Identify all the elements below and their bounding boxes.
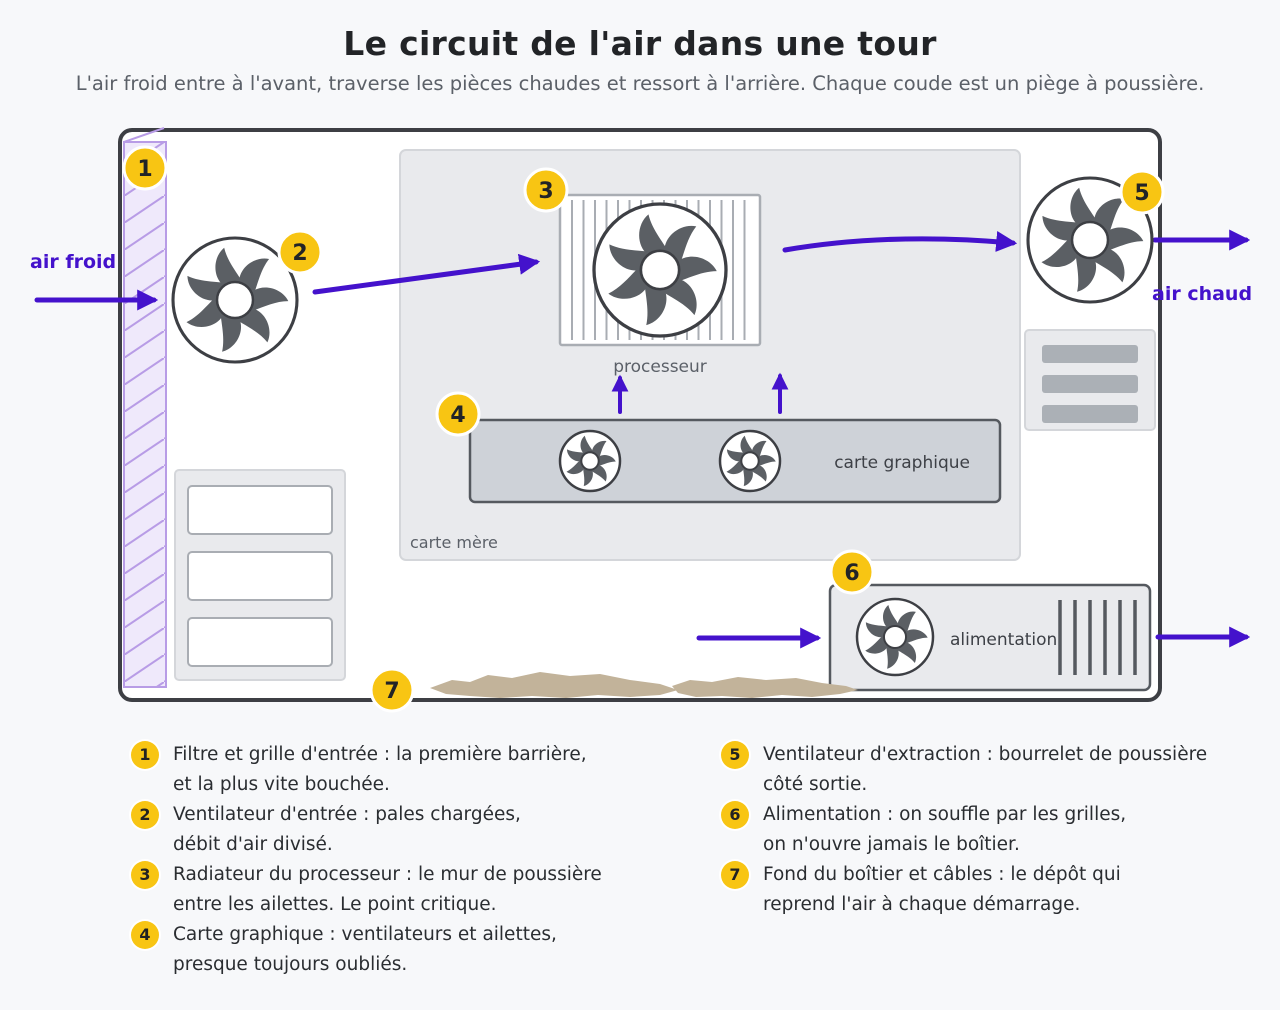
marker-number: 1 (137, 157, 152, 182)
air-out-label: air chaud (1152, 283, 1252, 305)
legend-item: 4 Carte graphique : ventilateurs et ailet… (131, 920, 602, 980)
legend-line: on n'ouvre jamais le boîtier. (763, 834, 1020, 855)
legend-left: 1 Filtre et grille d'entrée : la première… (131, 740, 602, 980)
fan-icon (855, 597, 935, 677)
legend-number: 6 (721, 801, 749, 829)
fan-icon (592, 202, 728, 338)
legend-text: Ventilateur d'entrée : pales chargées, dé… (173, 800, 521, 860)
legend-line: Alimentation : on souffle par les grille… (763, 804, 1127, 825)
marker-number: 2 (292, 241, 307, 266)
airflow-arrows (34, 229, 1251, 649)
legend-line: Radiateur du processeur : le mur de pous… (173, 864, 602, 885)
legend-line: entre les ailettes. Le point critique. (173, 894, 497, 915)
marker-number: 5 (1134, 181, 1149, 206)
exhaust-vent (1024, 329, 1156, 431)
legend-number: 7 (721, 861, 749, 889)
psu-grille (1058, 600, 1137, 675)
intake-filter (123, 127, 167, 688)
legend-number: 4 (131, 921, 159, 949)
dust-icon (430, 672, 858, 698)
marker-6: 6 (829, 549, 875, 595)
legend-line: et la plus vite bouchée. (173, 774, 390, 795)
legend-text: Filtre et grille d'entrée : la première … (173, 740, 587, 800)
legend-line: côté sortie. (763, 774, 868, 795)
fan-icon (1026, 176, 1154, 304)
legend-text: Carte graphique : ventilateurs et ailett… (173, 920, 557, 980)
legend-item: 2 Ventilateur d'entrée : pales chargées, d… (131, 800, 602, 860)
marker-4: 4 (435, 391, 481, 437)
legend-text: Fond du boîtier et câbles : le dépôt qui… (763, 860, 1121, 920)
cpu-label: processeur (613, 357, 707, 377)
arrow-icon (312, 253, 541, 295)
legend-line: presque toujours oubliés. (173, 954, 408, 975)
legend-number: 1 (131, 741, 159, 769)
legend-line: Carte graphique : ventilateurs et ailett… (173, 924, 557, 945)
marker-number: 4 (450, 403, 465, 428)
legend-line: reprend l'air à chaque démarrage. (763, 894, 1081, 915)
fan-icon (558, 429, 622, 493)
legend-number: 2 (131, 801, 159, 829)
page-subtitle: L'air froid entre à l'avant, traverse le… (75, 72, 1205, 95)
legend-item: 1 Filtre et grille d'entrée : la première… (131, 740, 602, 800)
psu-label: alimentation (950, 630, 1057, 650)
fan-icon (171, 236, 299, 364)
marker-3: 3 (523, 167, 569, 213)
legend-line: Fond du boîtier et câbles : le dépôt qui (763, 864, 1121, 885)
legend-line: Ventilateur d'entrée : pales chargées, (173, 804, 521, 825)
legend-number: 5 (721, 741, 749, 769)
legend-item: 7 Fond du boîtier et câbles : le dépôt qu… (721, 860, 1207, 920)
page-title: Le circuit de l'air dans une tour (343, 24, 937, 63)
gpu-label: carte graphique (834, 453, 970, 473)
legend-right: 5 Ventilateur d'extraction : bourrelet de… (721, 740, 1207, 920)
legend-text: Ventilateur d'extraction : bourrelet de … (763, 740, 1207, 800)
marker-5: 5 (1119, 169, 1165, 215)
arrow-icon (782, 231, 1018, 253)
legend-text: Radiateur du processeur : le mur de pous… (173, 860, 602, 920)
fan-icon (718, 429, 782, 493)
marker-1: 1 (122, 145, 168, 191)
legend-line: Filtre et grille d'entrée : la première … (173, 744, 587, 765)
drive-bay-icon (174, 469, 346, 681)
marker-number: 3 (538, 179, 553, 204)
motherboard-label: carte mère (410, 533, 498, 552)
legend-line: Ventilateur d'extraction : bourrelet de … (763, 744, 1208, 765)
marker-number: 6 (844, 561, 859, 586)
marker-7: 7 (369, 667, 415, 713)
marker-number: 7 (384, 679, 399, 704)
air-in-label: air froid (30, 251, 116, 273)
marker-2: 2 (277, 229, 323, 275)
legend-line: débit d'air divisé. (173, 834, 333, 855)
legend-item: 3 Radiateur du processeur : le mur de pou… (131, 860, 602, 920)
legend-text: Alimentation : on souffle par les grille… (763, 800, 1126, 860)
legend-item: 6 Alimentation : on souffle par les grill… (721, 800, 1207, 860)
legend-number: 3 (131, 861, 159, 889)
legend-item: 5 Ventilateur d'extraction : bourrelet de… (721, 740, 1207, 800)
